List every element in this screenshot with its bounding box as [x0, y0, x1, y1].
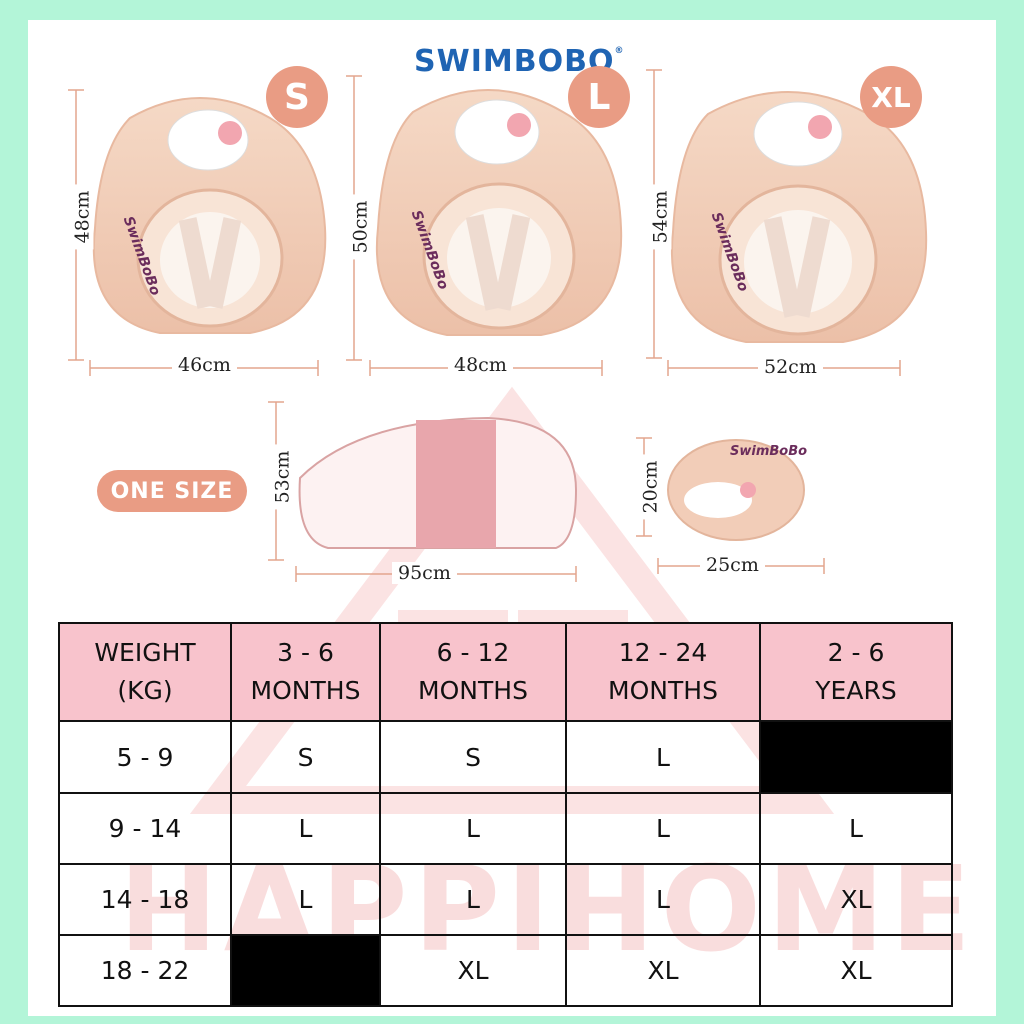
table-cell: S [230, 720, 381, 794]
table-cell-blank [759, 720, 953, 794]
table-row: 5 - 9 S S L [58, 720, 953, 794]
pillow-height-label: 20cm [639, 454, 662, 520]
table-cell: L [379, 863, 567, 936]
table-row: 14 - 18 L L L XL [58, 863, 953, 936]
float-s-image [92, 97, 327, 334]
table-cell: 5 - 9 [58, 720, 232, 794]
one-size-badge: ONE SIZE [97, 470, 247, 512]
size-badge-s: S [266, 66, 328, 128]
canopy-height-label: 53cm [271, 444, 294, 510]
table-cell: L [565, 792, 761, 865]
table-cell: L [759, 792, 953, 865]
header-weight: WEIGHT(KG) [58, 622, 232, 722]
table-row: 9 - 14 L L L L [58, 792, 953, 865]
canopy-width-label: 95cm [392, 562, 457, 584]
table-cell: XL [759, 863, 953, 936]
float-xl-image [671, 91, 928, 343]
table-cell: S [379, 720, 567, 794]
table-cell-blank [230, 934, 381, 1007]
table-cell: XL [759, 934, 953, 1007]
table-cell: L [230, 863, 381, 936]
pillow-image [667, 439, 805, 541]
table-cell: L [565, 720, 761, 794]
table-cell: L [230, 792, 381, 865]
pillow-logo: SwimBoBo [730, 444, 808, 459]
registered-mark: ® [614, 46, 625, 56]
l-height-label: 50cm [349, 194, 372, 260]
canopy-image [298, 416, 578, 549]
table-cell: XL [379, 934, 567, 1007]
table-cell: 14 - 18 [58, 863, 232, 936]
table-cell: 9 - 14 [58, 792, 232, 865]
size-badge-l: L [568, 66, 630, 128]
s-height-label: 48cm [71, 184, 94, 250]
s-width-label: 46cm [172, 354, 237, 376]
product-illustrations [68, 69, 928, 582]
table-row: 18 - 22 XL XL XL [58, 934, 953, 1007]
table-cell: L [379, 792, 567, 865]
table-cell: 18 - 22 [58, 934, 232, 1007]
size-badge-xl: XL [860, 66, 922, 128]
pillow-width-label: 25cm [700, 554, 765, 576]
xl-height-label: 54cm [649, 184, 672, 250]
table-cell: L [565, 863, 761, 936]
table-cell: XL [565, 934, 761, 1007]
l-width-label: 48cm [448, 354, 513, 376]
float-l-image [375, 89, 623, 336]
xl-width-label: 52cm [758, 356, 823, 378]
